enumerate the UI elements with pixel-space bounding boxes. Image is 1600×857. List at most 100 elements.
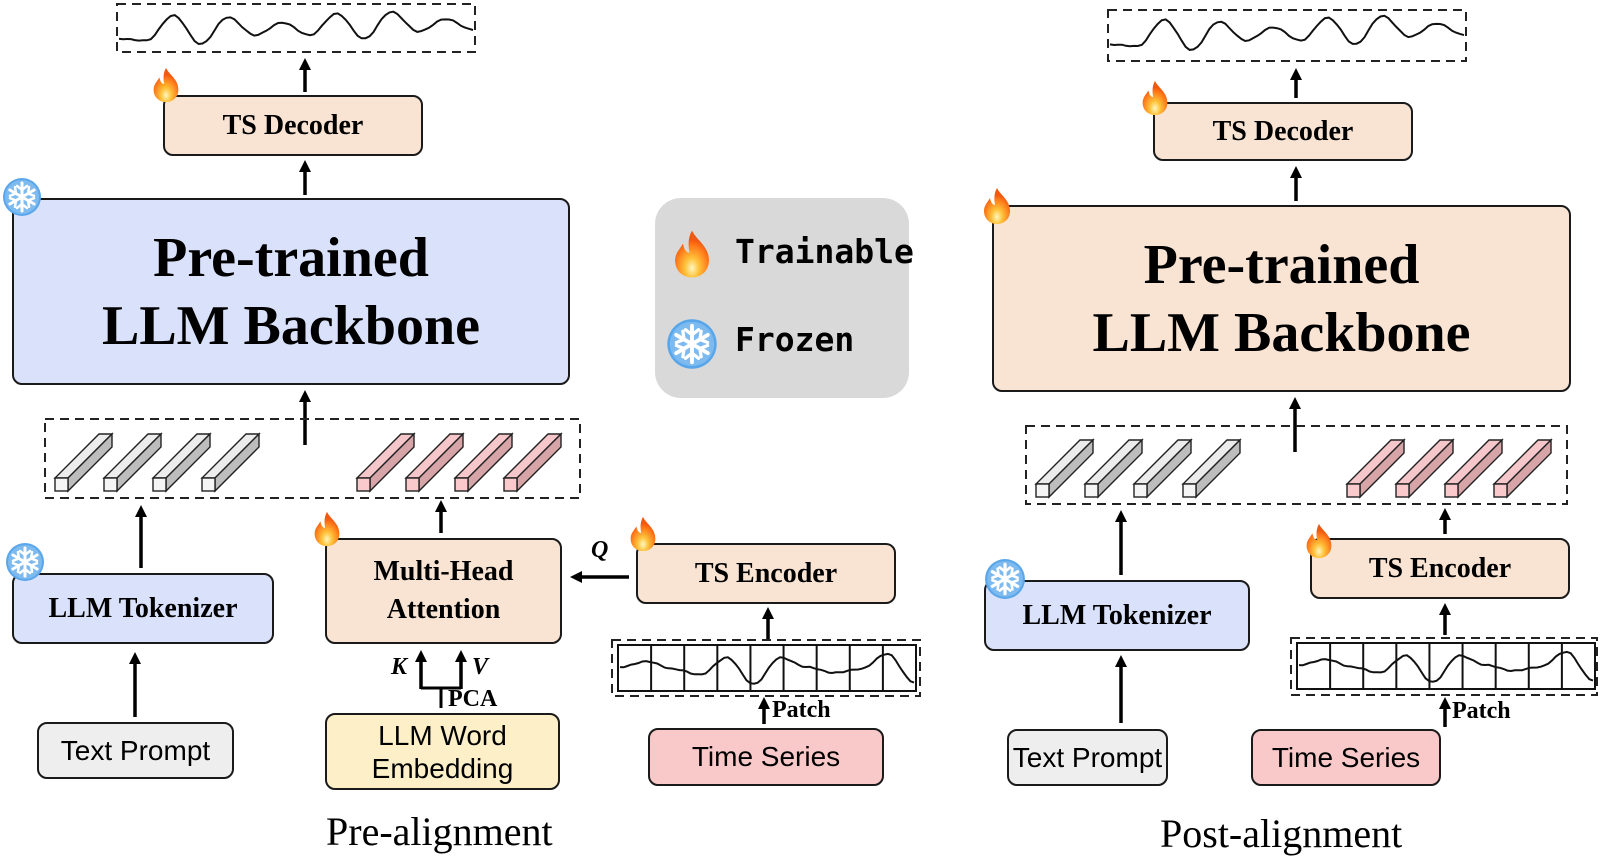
post-text-token-3 <box>1132 438 1193 499</box>
post-llm-tokenizer-box: LLM Tokenizer <box>984 580 1250 651</box>
pre-mha-fire-icon <box>308 510 346 548</box>
post-ts-decoder-label: TS Decoder <box>1212 115 1354 147</box>
arrow-head <box>1115 655 1127 667</box>
pre-output-frame <box>116 3 476 53</box>
pre-word-embedding-box: LLM Word Embedding <box>325 713 560 790</box>
pre-k-label: K <box>391 654 408 680</box>
pre-ts-token-1 <box>355 432 416 493</box>
pre-word-embedding-line2: Embedding <box>371 752 514 784</box>
pre-backbone-box: Pre-trained LLM Backbone <box>12 198 570 385</box>
pre-ts-encoder-fire-icon <box>624 515 662 553</box>
token-layer <box>53 432 1553 499</box>
post-time-series-label: Time Series <box>1271 741 1421 773</box>
token-front-face <box>405 477 420 492</box>
token-front-face <box>503 477 518 492</box>
post-text-token-2 <box>1083 438 1144 499</box>
arrow-head <box>1289 397 1301 409</box>
post-output-waveform <box>1109 14 1465 51</box>
post-backbone-line2: LLM Backbone <box>1092 301 1471 364</box>
pre-ts-decoder-fire-icon <box>147 66 185 104</box>
token-front-face <box>454 477 469 492</box>
post-ts-decoder-box: TS Decoder <box>1153 102 1413 161</box>
pre-arrow-prompt-to-tokenizer <box>129 652 141 717</box>
token-front-face <box>201 477 216 492</box>
pre-ts-encoder-label: TS Encoder <box>694 557 838 589</box>
pre-output-waveform <box>118 10 474 46</box>
pre-mha-line2: Attention <box>386 594 501 625</box>
arrow-head <box>758 697 770 709</box>
pre-text-prompt-label: Text Prompt <box>60 734 211 766</box>
pre-backbone-snowflake-icon <box>2 177 42 217</box>
legend-frozen-label: Frozen <box>735 320 855 359</box>
arrow-head <box>129 652 141 664</box>
post-backbone-fire-icon <box>977 186 1017 226</box>
pre-time-series-box: Time Series <box>648 728 884 786</box>
token-front-face <box>1346 483 1361 498</box>
pre-arrow-tokens-to-backbone <box>299 390 311 445</box>
post-text-prompt-label: Text Prompt <box>1012 741 1163 773</box>
post-input-waveform <box>1298 650 1594 683</box>
token-front-face <box>1133 483 1148 498</box>
pre-ts-token-3 <box>453 432 514 493</box>
pre-ts-token-4 <box>502 432 563 493</box>
connector-layer <box>44 3 1598 727</box>
pre-patch-frame <box>611 639 921 697</box>
arrow-head <box>299 160 311 172</box>
pre-text-token-3 <box>151 432 212 493</box>
pre-v-label: V <box>472 654 489 680</box>
pre-mha-line1: Multi-Head <box>373 556 514 587</box>
pre-tokenizer-snowflake-icon <box>5 542 45 582</box>
post-arrow-tokenizer-to-tokens <box>1115 510 1127 575</box>
pre-token-frame <box>44 418 581 499</box>
post-ts-token-3 <box>1443 438 1504 499</box>
pre-alignment-caption: Pre-alignment <box>326 809 553 854</box>
patch-strip-frame <box>617 644 917 692</box>
pre-ts-decoder-label: TS Decoder <box>222 109 364 141</box>
pre-arrow-tokenizer-to-tokens <box>135 505 147 568</box>
pre-word-embedding-line1: LLM Word <box>378 719 507 751</box>
pre-arrow-q <box>570 571 629 583</box>
post-ts-encoder-fire-icon <box>1300 522 1338 560</box>
post-ts-encoder-label: TS Encoder <box>1368 552 1512 584</box>
pre-patch-label: Patch <box>772 697 831 723</box>
pre-ts-encoder-box: TS Encoder <box>636 543 896 604</box>
pre-input-waveform <box>619 652 915 685</box>
post-backbone-line1: Pre-trained <box>1143 233 1420 296</box>
legend-snowflake-icon <box>666 318 718 370</box>
pre-text-token-4 <box>200 432 261 493</box>
arrow-head <box>1439 603 1451 615</box>
legend-trainable-label: Trainable <box>735 232 914 271</box>
pre-arrow-v <box>455 650 467 689</box>
arrow-head <box>1290 166 1302 178</box>
token-front-face <box>1182 483 1197 498</box>
pre-backbone-line2: LLM Backbone <box>101 294 481 357</box>
arrow-head <box>299 390 311 402</box>
arrow-head <box>1439 508 1451 520</box>
post-arrow-decoder-to-output <box>1290 68 1302 98</box>
post-arrow-prompt-to-tokenizer <box>1115 655 1127 723</box>
arrow-head <box>415 650 427 662</box>
pre-arrow-mha-to-tokens <box>435 500 447 533</box>
post-arrow-series-to-patch <box>1439 697 1451 727</box>
pre-multi-head-attention-box: Multi-Head Attention <box>325 538 562 644</box>
pre-ts-token-2 <box>404 432 465 493</box>
token-front-face <box>1035 483 1050 498</box>
pre-ts-decoder-box: TS Decoder <box>163 95 423 156</box>
post-arrow-patch-to-encoder <box>1439 603 1451 635</box>
token-front-face <box>1084 483 1099 498</box>
post-backbone-box: Pre-trained LLM Backbone <box>992 205 1571 392</box>
arrow-head <box>299 58 311 70</box>
pre-arrow-decoder-to-output <box>299 58 311 92</box>
patch-strip-frame <box>1296 642 1596 690</box>
pre-text-token-1 <box>53 432 114 493</box>
post-patch-frame <box>1290 637 1598 696</box>
post-llm-tokenizer-label: LLM Tokenizer <box>1022 599 1212 631</box>
post-patch-strip <box>1296 642 1596 690</box>
post-patch-label: Patch <box>1452 698 1511 724</box>
post-arrow-backbone-to-decoder <box>1290 166 1302 201</box>
pre-arrow-series-to-patch <box>758 697 770 724</box>
arrow-head <box>762 607 774 619</box>
pre-text-token-2 <box>102 432 163 493</box>
pre-llm-tokenizer-label: LLM Tokenizer <box>48 592 238 624</box>
